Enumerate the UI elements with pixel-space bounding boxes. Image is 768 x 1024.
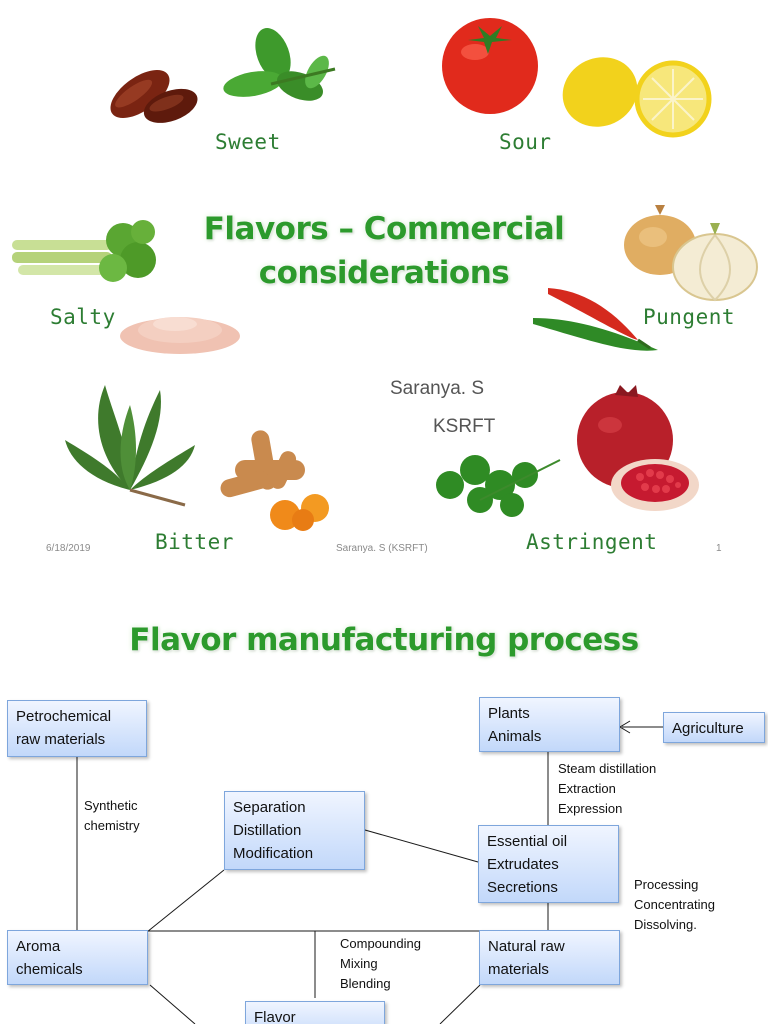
- slide-date: 6/18/2019: [46, 543, 91, 554]
- taste-label-salty: Salty: [50, 305, 116, 329]
- slide-title-line2: considerations: [258, 255, 510, 291]
- plants-animals-box: Plants Animals: [479, 697, 620, 752]
- chili-peppers-image: [533, 288, 658, 351]
- synthetic-chemistry-label: Synthetic chemistry: [84, 796, 140, 836]
- label-line: Mixing: [340, 956, 378, 971]
- box-line: Animals: [488, 728, 542, 745]
- slide-title: Flavors – Commercial considerations: [0, 207, 768, 295]
- author-name: Saranya. S: [390, 378, 484, 399]
- processing-label: Processing Concentrating Dissolving.: [634, 875, 715, 935]
- slide-number: 1: [716, 543, 722, 554]
- box-line: Agriculture: [672, 720, 744, 737]
- slide-footer-text: Saranya. S (KSRFT): [336, 543, 428, 554]
- salt-pile-image: [120, 317, 240, 354]
- label-line: Compounding: [340, 936, 421, 951]
- aroma-chemicals-box: Aroma chemicals: [7, 930, 148, 985]
- dates-and-basil-image: [110, 28, 336, 123]
- parsley-image: [436, 455, 561, 517]
- label-line: Synthetic: [84, 798, 138, 813]
- label-line: Extraction: [558, 781, 616, 796]
- box-line: Modification: [233, 845, 314, 862]
- process-slide-title: Flavor manufacturing process: [129, 622, 639, 658]
- turmeric-root-image: [220, 430, 329, 531]
- slide-title-line1: Flavors – Commercial: [203, 211, 565, 247]
- box-line: raw materials: [16, 731, 106, 748]
- title-slide: Sweet Sour Salty: [0, 18, 768, 554]
- essential-oil-box: Essential oil Extrudates Secretions: [478, 825, 619, 903]
- flavor-box: Flavor: [245, 1001, 385, 1024]
- box-line: Secretions: [487, 879, 558, 896]
- taste-label-pungent: Pungent: [643, 305, 736, 329]
- compounding-label: Compounding Mixing Blending: [340, 934, 421, 994]
- box-line: Essential oil: [487, 833, 568, 850]
- box-line: Natural raw: [488, 938, 565, 955]
- steam-distillation-label: Steam distillation Extraction Expression: [558, 759, 656, 819]
- label-line: chemistry: [84, 818, 140, 833]
- dandelion-greens-image: [65, 385, 195, 507]
- label-line: Dissolving.: [634, 917, 697, 932]
- author-institution: KSRFT: [433, 416, 496, 437]
- separation-distillation-box: Separation Distillation Modification: [224, 791, 365, 870]
- box-line: Extrudates: [487, 856, 559, 873]
- box-line: Flavor: [254, 1009, 296, 1024]
- box-line: Petrochemical: [16, 708, 112, 725]
- petrochemical-raw-materials-box: Petrochemical raw materials: [7, 700, 147, 757]
- box-line: Aroma: [16, 938, 61, 955]
- agriculture-box: Agriculture: [663, 712, 765, 743]
- label-line: Steam distillation: [558, 761, 657, 776]
- taste-label-sweet: Sweet: [215, 130, 281, 154]
- tomato-and-lemon-image: [442, 18, 712, 138]
- label-line: Processing: [634, 877, 699, 892]
- celery-image: [12, 220, 156, 282]
- label-line: Expression: [558, 801, 623, 816]
- label-line: Concentrating: [634, 897, 715, 912]
- label-line: Blending: [340, 976, 391, 991]
- onion-image: [624, 205, 758, 302]
- box-line: chemicals: [16, 961, 83, 978]
- process-slide: Flavor manufacturing process Petrochemic…: [0, 600, 768, 1024]
- box-line: materials: [488, 961, 549, 978]
- box-line: Plants: [488, 705, 530, 722]
- taste-label-bitter: Bitter: [155, 530, 234, 554]
- taste-label-sour: Sour: [499, 130, 552, 154]
- connector-lines: [76, 720, 663, 1024]
- box-line: Separation: [233, 799, 306, 816]
- box-line: Distillation: [233, 822, 302, 839]
- natural-raw-materials-box: Natural raw materials: [479, 930, 620, 985]
- pomegranate-image: [577, 385, 699, 511]
- taste-label-astringent: Astringent: [526, 530, 658, 554]
